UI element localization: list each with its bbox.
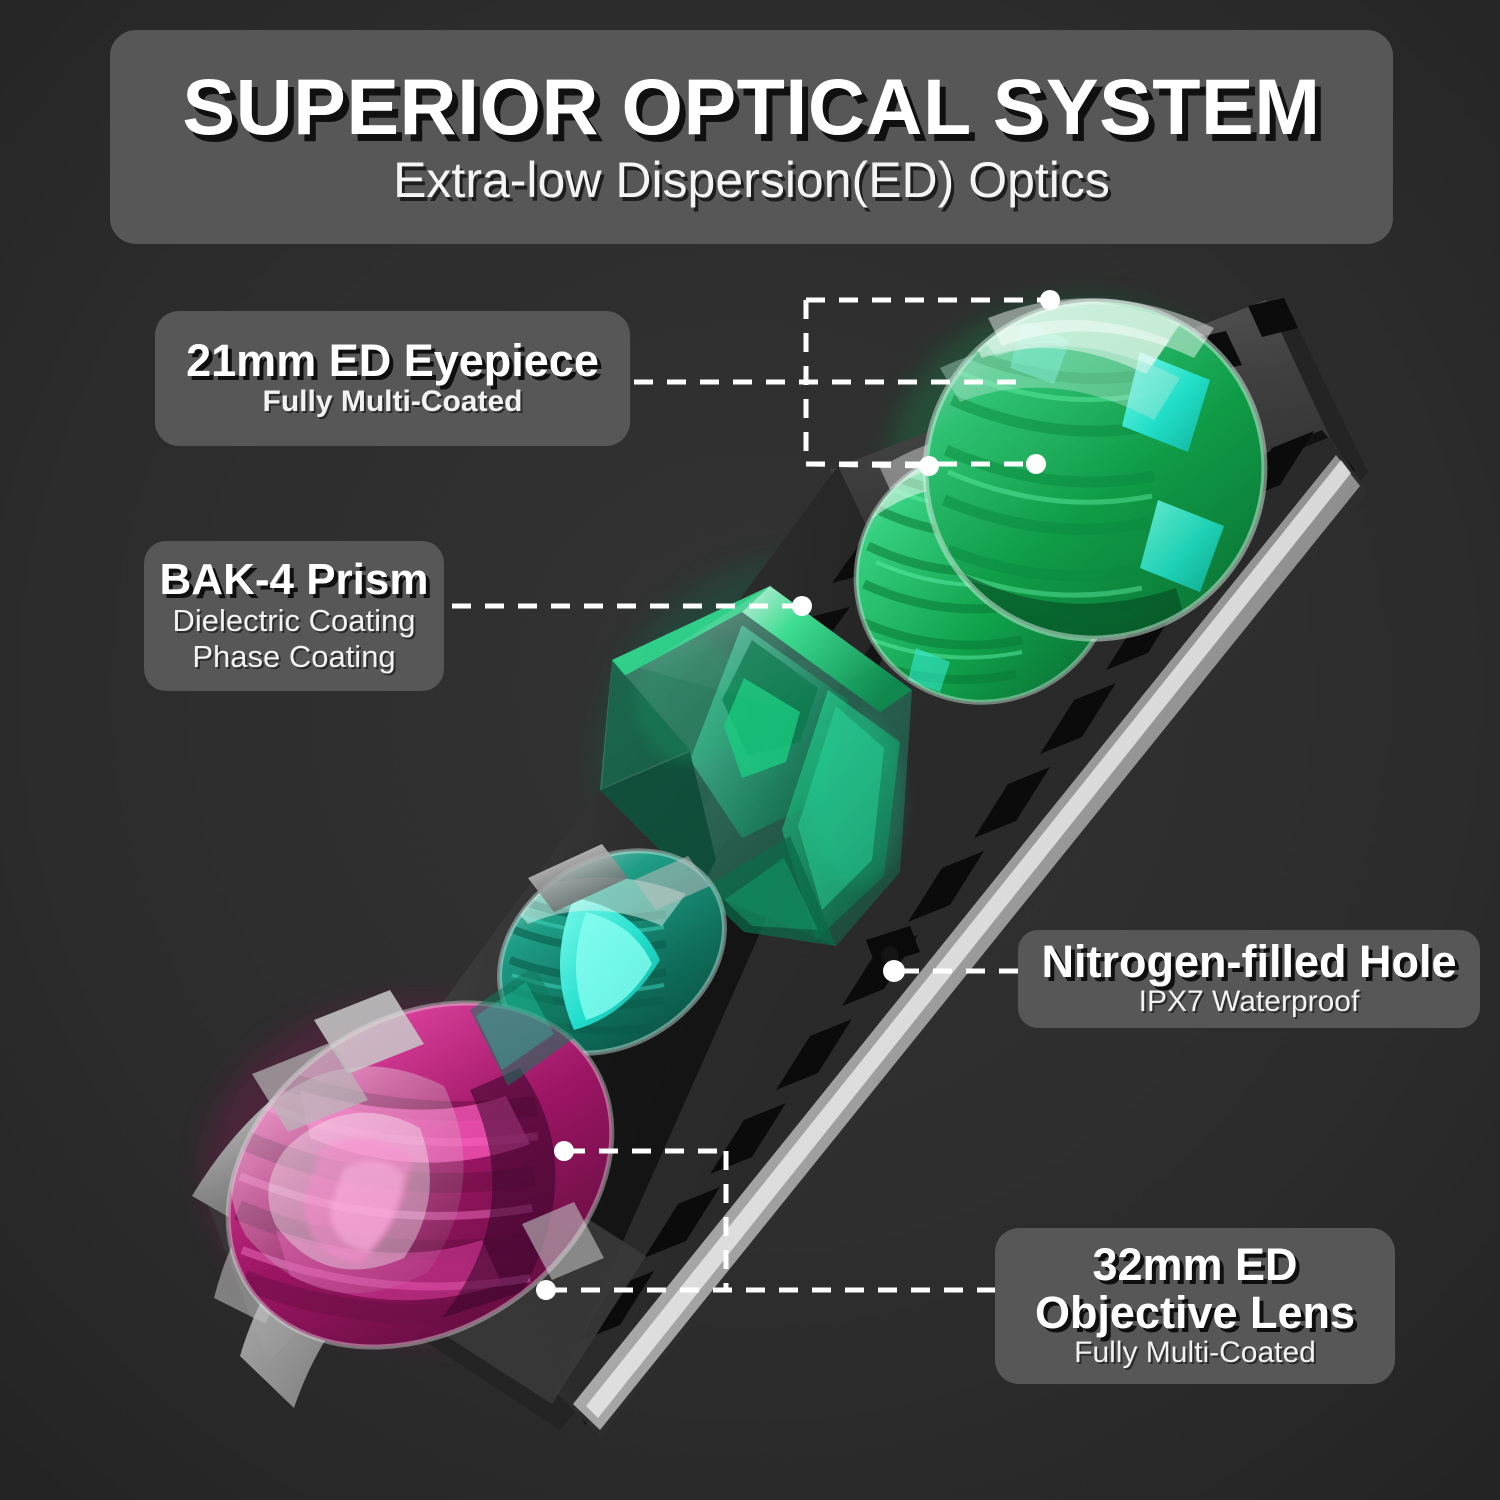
objective-lens-group xyxy=(192,990,650,1408)
prism-back-sliver xyxy=(470,966,574,1086)
callout-objective: 32mm ED Objective Lens Fully Multi-Coate… xyxy=(995,1228,1395,1384)
callout-objective-title-line-2: Objective Lens xyxy=(1034,1286,1356,1338)
callout-nitrogen-sub: IPX7 Waterproof xyxy=(1138,985,1360,1019)
page-title: SUPERIOR OPTICAL SYSTEM xyxy=(182,62,1321,152)
page-subtitle: Extra-low Dispersion(ED) Optics xyxy=(393,152,1110,209)
bak4-prism xyxy=(600,586,912,946)
callout-prism: BAK-4 Prism Dielectric Coating Phase Coa… xyxy=(144,541,444,691)
callout-nitrogen: Nitrogen-filled Hole IPX7 Waterproof xyxy=(1018,930,1480,1028)
callout-nitrogen-title: Nitrogen-filled Hole xyxy=(1041,935,1457,987)
callout-eyepiece-title: 21mm ED Eyepiece xyxy=(186,335,599,387)
callout-eyepiece-sub: Fully Multi-Coated xyxy=(262,384,523,418)
callout-objective-sub: Fully Multi-Coated xyxy=(1074,1336,1316,1370)
header-banner: SUPERIOR OPTICAL SYSTEM Extra-low Disper… xyxy=(110,30,1393,244)
callout-prism-title: BAK-4 Prism xyxy=(159,554,429,604)
callout-prism-sub-2: Phase Coating xyxy=(192,639,396,675)
nitrogen-hole-port xyxy=(866,926,920,966)
callout-prism-sub-1: Dielectric Coating xyxy=(172,603,416,639)
callout-eyepiece: 21mm ED Eyepiece Fully Multi-Coated xyxy=(155,311,630,446)
callout-objective-title-line-1: 32mm ED xyxy=(1092,1238,1298,1290)
